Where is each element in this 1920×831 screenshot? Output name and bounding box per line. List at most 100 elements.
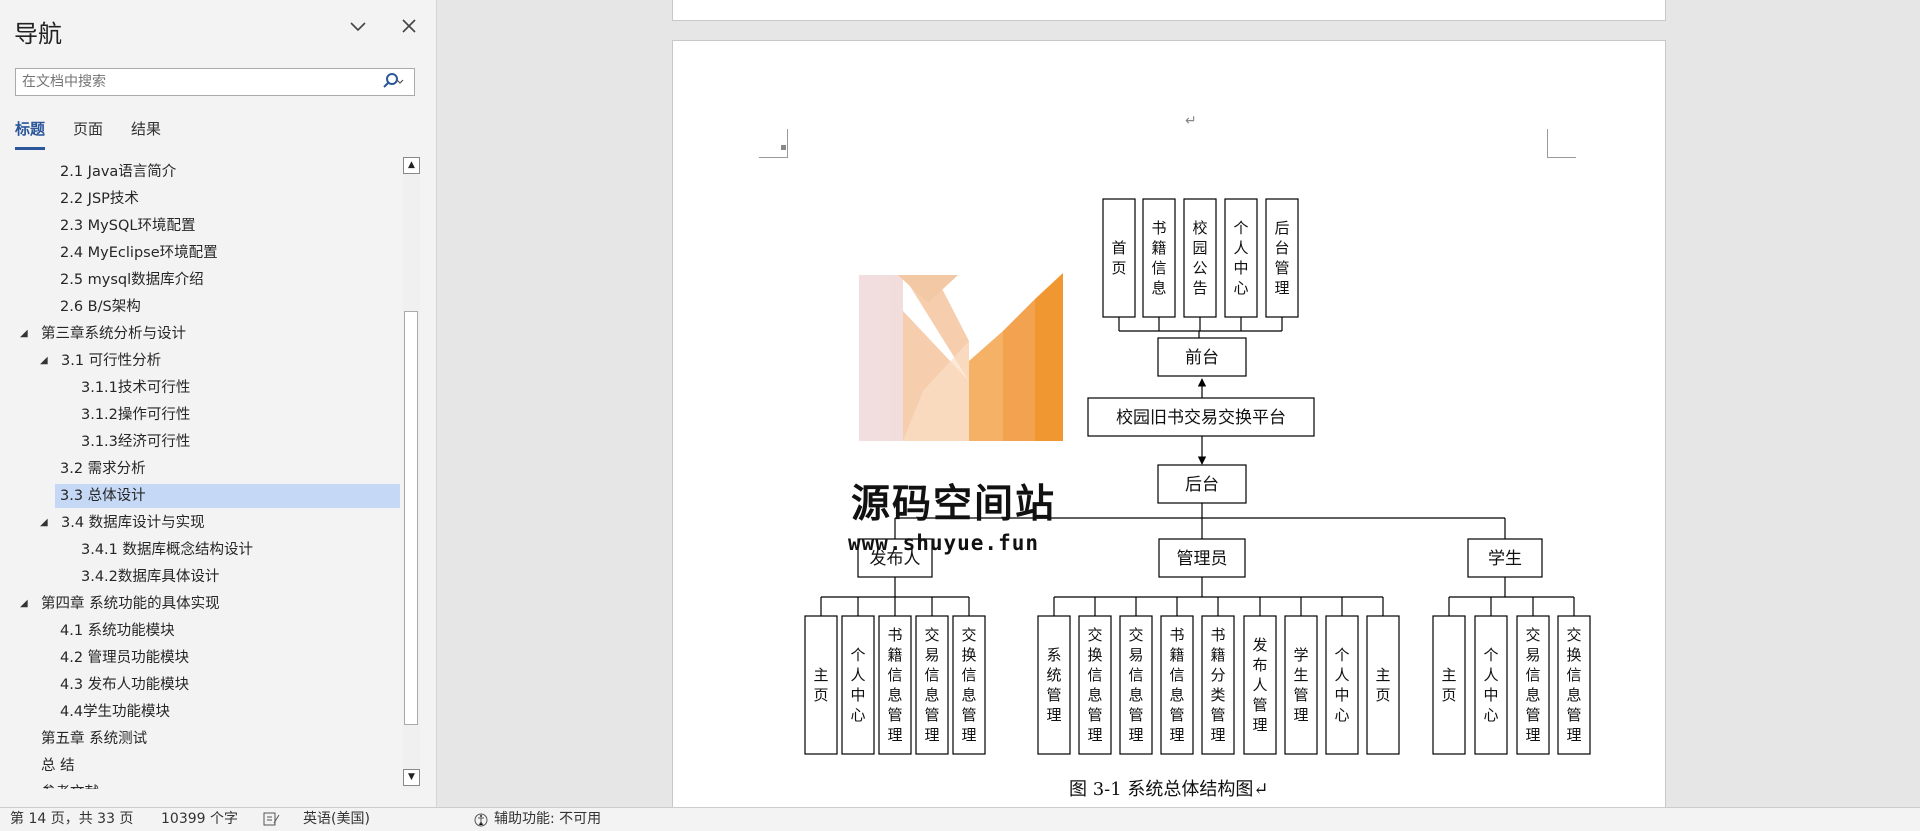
heading-item[interactable]: 3.1.1技术可行性 xyxy=(81,380,191,396)
collapse-triangle-icon[interactable]: ◢ xyxy=(40,517,48,528)
module-char: 心 xyxy=(1334,706,1349,724)
collapse-triangle-icon[interactable]: ◢ xyxy=(20,328,28,339)
heading-item-selected[interactable]: 3.3 总体设计 xyxy=(55,484,400,508)
module-char: 管 xyxy=(1087,706,1102,724)
scroll-thumb[interactable] xyxy=(404,311,418,725)
heading-item[interactable]: 参考文献 xyxy=(41,781,99,789)
heading-label: 第三章系统分析与设计 xyxy=(41,326,186,342)
previous-page-bottom xyxy=(672,0,1666,21)
nav-scrollbar[interactable]: ▲ ▼ xyxy=(403,157,420,789)
heading-item-expandable[interactable]: ◢ 3.4 数据库设计与实现 xyxy=(40,511,400,535)
module-char: 息 xyxy=(1128,686,1143,704)
module-char: 理 xyxy=(1128,726,1143,744)
heading-item-expandable[interactable]: ◢ 第四章 系统功能的具体实现 xyxy=(20,592,400,616)
module-char: 校 xyxy=(1192,219,1207,237)
heading-item[interactable]: 4.2 管理员功能模块 xyxy=(60,650,190,666)
heading-item-expandable[interactable]: ◢ 3.1 可行性分析 xyxy=(40,349,400,373)
module-char: 信 xyxy=(887,666,902,684)
module-char: 理 xyxy=(1046,706,1061,724)
module-char: 理 xyxy=(887,726,902,744)
heading-item[interactable]: 2.3 MySQL环境配置 xyxy=(60,218,196,234)
tab-headings[interactable]: 标题 xyxy=(15,118,46,150)
module-char: 分 xyxy=(1210,666,1225,684)
proofing-icon[interactable] xyxy=(263,808,281,831)
page-count[interactable]: 第 14 页，共 33 页 xyxy=(10,811,134,827)
back-box: 后台 xyxy=(1157,464,1247,504)
module-char: 后 xyxy=(1274,219,1289,237)
module-char: 人 xyxy=(1483,666,1498,684)
module-char: 系 xyxy=(1046,646,1061,664)
heading-item[interactable]: 2.1 Java语言简介 xyxy=(60,164,177,180)
module-char: 信 xyxy=(1087,666,1102,684)
module-char: 生 xyxy=(1293,666,1308,684)
module-char: 人 xyxy=(1334,666,1349,684)
heading-item[interactable]: 2.5 mysql数据库介绍 xyxy=(60,272,204,288)
heading-item[interactable]: 第五章 系统测试 xyxy=(41,731,148,747)
heading-label: 第四章 系统功能的具体实现 xyxy=(41,596,220,612)
module-char: 信 xyxy=(1128,666,1143,684)
heading-item[interactable]: 3.4.1 数据库概念结构设计 xyxy=(81,542,254,558)
module-char: 人 xyxy=(1252,676,1267,694)
heading-item[interactable]: 3.1.3经济可行性 xyxy=(81,434,191,450)
accessibility-icon[interactable] xyxy=(472,808,492,831)
module-char: 息 xyxy=(924,686,939,704)
heading-item[interactable]: 4.1 系统功能模块 xyxy=(60,623,175,639)
heading-item[interactable]: 2.4 MyEclipse环境配置 xyxy=(60,245,218,261)
heading-item[interactable]: 2.6 B/S架构 xyxy=(60,299,141,315)
watermark-url: www.shuyue.fun xyxy=(848,531,1040,555)
module-char: 中 xyxy=(850,686,865,704)
module-char: 籍 xyxy=(887,646,902,664)
heading-item[interactable]: 3.2 需求分析 xyxy=(60,461,146,477)
scroll-up-arrow-icon[interactable]: ▲ xyxy=(403,157,420,174)
module-char: 管 xyxy=(1128,706,1143,724)
chevron-down-icon[interactable] xyxy=(348,16,368,41)
heading-item[interactable]: 2.2 JSP技术 xyxy=(60,191,139,207)
heading-item[interactable]: 4.4学生功能模块 xyxy=(60,704,171,720)
module-char: 中 xyxy=(1483,686,1498,704)
close-icon[interactable] xyxy=(400,16,418,40)
search-icon[interactable] xyxy=(382,72,404,94)
heading-item[interactable]: 3.4.2数据库具体设计 xyxy=(81,569,220,585)
scroll-down-arrow-icon[interactable]: ▼ xyxy=(403,769,420,786)
module-char: 交 xyxy=(1566,626,1581,644)
module-char: 统 xyxy=(1046,666,1061,684)
module-box: 主页 xyxy=(1366,615,1400,755)
document-page[interactable]: ↵ 首页书籍信息校园公告个人中心后台管理前台校园旧书交易交换平台后台发布人管理员… xyxy=(672,40,1666,808)
collapse-triangle-icon[interactable]: ◢ xyxy=(20,598,28,609)
search-box[interactable] xyxy=(15,68,415,96)
module-box: 首页 xyxy=(1102,198,1136,318)
module-char: 息 xyxy=(887,686,902,704)
tab-results[interactable]: 结果 xyxy=(131,120,162,138)
module-char: 理 xyxy=(1274,279,1289,297)
module-char: 主 xyxy=(1375,666,1390,684)
heading-item-expandable[interactable]: ◢ 第三章系统分析与设计 xyxy=(20,322,400,346)
diagram-boxes: 首页书籍信息校园公告个人中心后台管理前台校园旧书交易交换平台后台发布人管理员学生… xyxy=(804,198,1591,755)
module-char: 理 xyxy=(1087,726,1102,744)
accessibility-status[interactable]: 辅助功能: 不可用 xyxy=(494,811,602,827)
heading-item[interactable]: 总 结 xyxy=(41,758,75,774)
word-count[interactable]: 10399 个字 xyxy=(161,811,238,827)
language-indicator[interactable]: 英语(美国) xyxy=(303,811,370,827)
module-char: 心 xyxy=(1233,279,1248,297)
module-char: 息 xyxy=(961,686,976,704)
tab-pages[interactable]: 页面 xyxy=(73,120,104,138)
heading-item[interactable]: 3.1.2操作可行性 xyxy=(81,407,191,423)
module-char: 发 xyxy=(1252,636,1267,654)
search-input[interactable] xyxy=(16,69,362,95)
module-box: 主页 xyxy=(804,615,838,755)
heading-item[interactable]: 4.3 发布人功能模块 xyxy=(60,677,190,693)
system-structure-diagram: 首页书籍信息校园公告个人中心后台管理前台校园旧书交易交换平台后台发布人管理员学生… xyxy=(804,198,1591,755)
module-char: 页 xyxy=(1375,686,1390,704)
module-char: 人 xyxy=(1233,239,1248,257)
module-char: 理 xyxy=(1525,726,1540,744)
collapse-triangle-icon[interactable]: ◢ xyxy=(40,355,48,366)
module-char: 息 xyxy=(1566,686,1581,704)
paragraph-mark: ↵ xyxy=(1185,113,1197,129)
box-label: 校园旧书交易交换平台 xyxy=(1116,408,1286,428)
